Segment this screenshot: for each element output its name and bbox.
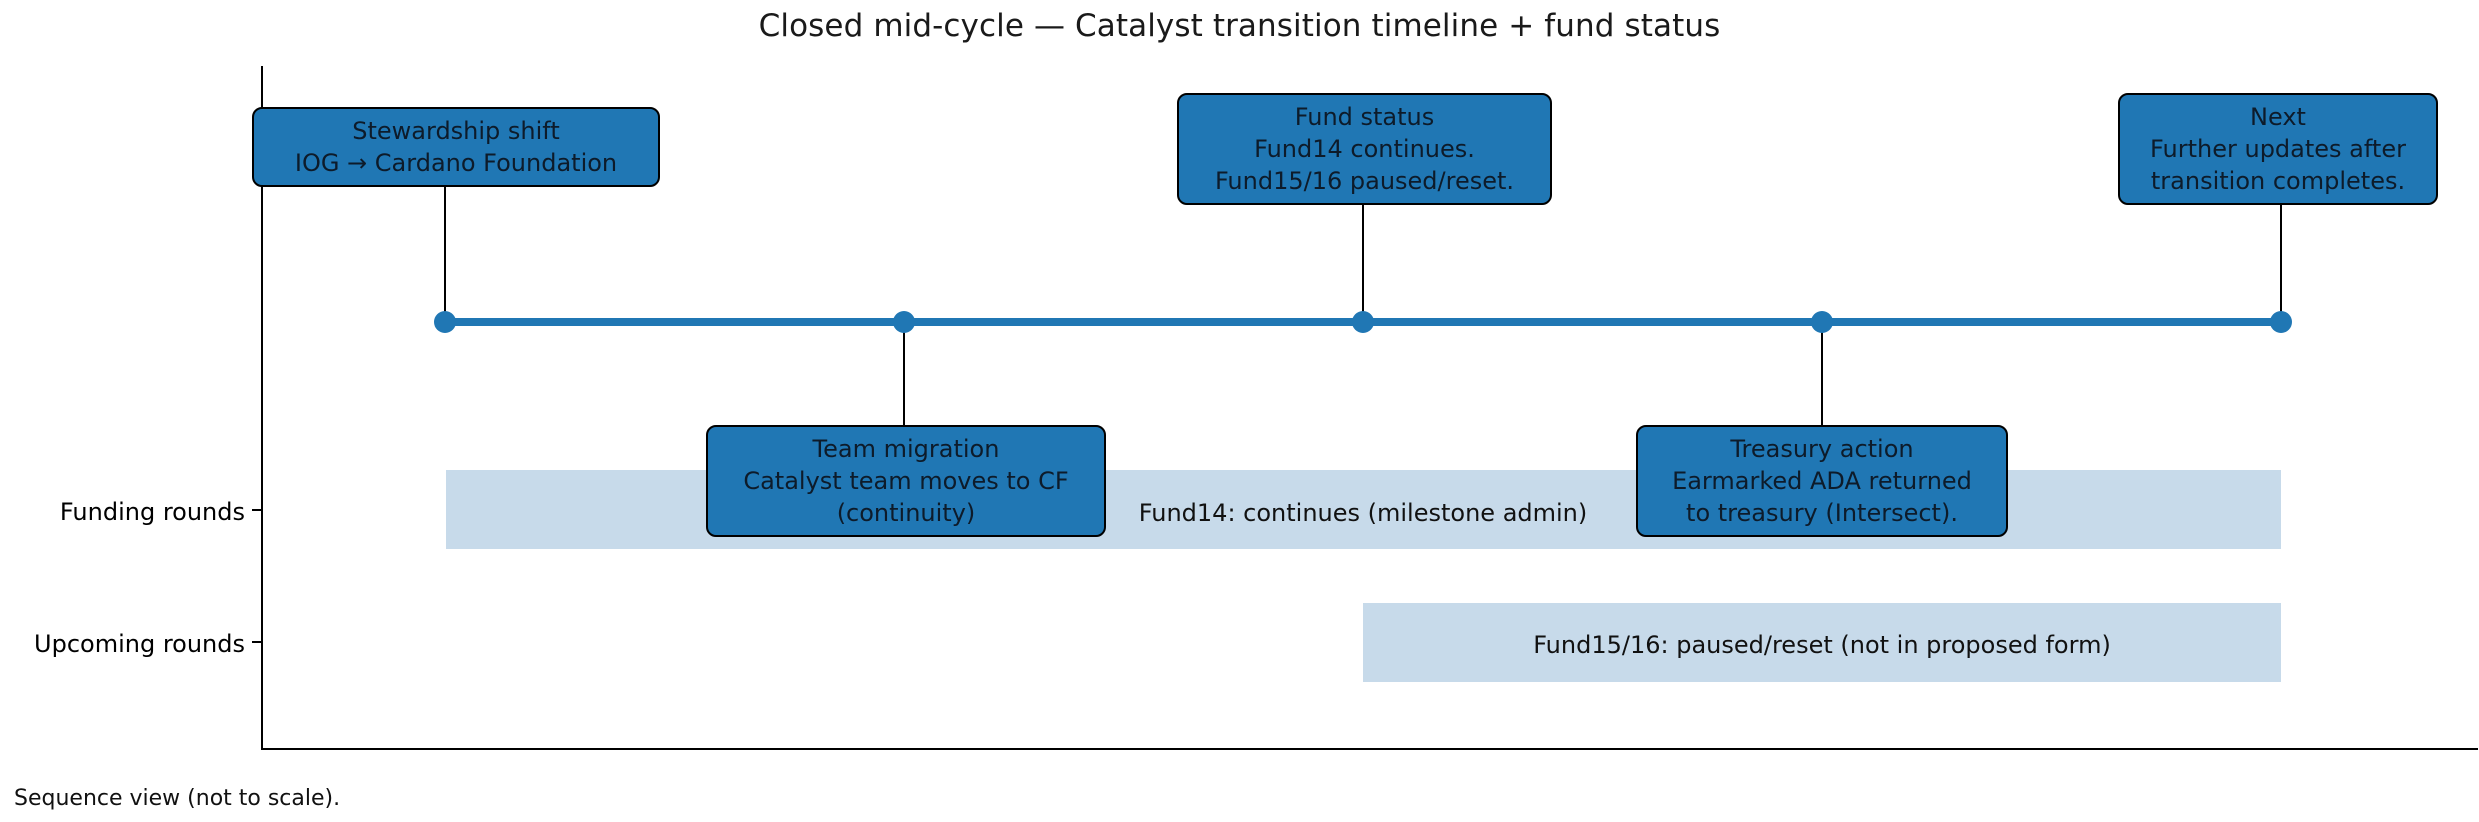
ytick-mark-funding-rounds	[252, 509, 263, 511]
lane-band-upcoming-rounds	[1363, 603, 2281, 682]
timeline-marker-4[interactable]	[1811, 311, 1833, 333]
callout-fund-status[interactable]: Fund status Fund14 continues. Fund15/16 …	[1177, 93, 1552, 206]
timeline-marker-3[interactable]	[1352, 311, 1374, 333]
figure-caption: Sequence view (not to scale).	[14, 786, 341, 811]
lane-band-label-upcoming-rounds: Fund15/16: paused/reset (not in proposed…	[1533, 631, 2111, 659]
leader-line-treasury-action	[1821, 322, 1823, 425]
ytick-label-upcoming-rounds: Upcoming rounds	[34, 630, 245, 658]
axis-spine-left	[261, 66, 263, 750]
callout-next[interactable]: Next Further updates after transition co…	[2118, 93, 2438, 206]
leader-line-fund-status	[1362, 203, 1364, 322]
leader-line-team-migration	[903, 322, 905, 425]
timeline-marker-5[interactable]	[2270, 311, 2292, 333]
timeline-marker-2[interactable]	[893, 311, 915, 333]
ytick-mark-upcoming-rounds	[252, 641, 263, 643]
ytick-label-funding-rounds: Funding rounds	[59, 498, 245, 526]
axis-spine-bottom	[261, 748, 2478, 750]
leader-line-stewardship-shift	[444, 181, 446, 322]
callout-stewardship-shift[interactable]: Stewardship shift IOG → Cardano Foundati…	[252, 107, 660, 188]
leader-line-next	[2280, 203, 2282, 322]
callout-treasury-action[interactable]: Treasury action Earmarked ADA returned t…	[1636, 425, 2008, 538]
page-title: Closed mid-cycle — Catalyst transition t…	[758, 8, 1721, 44]
timeline-marker-1[interactable]	[434, 311, 456, 333]
callout-team-migration[interactable]: Team migration Catalyst team moves to CF…	[706, 425, 1106, 538]
lane-band-label-funding-rounds: Fund14: continues (milestone admin)	[1138, 499, 1588, 527]
